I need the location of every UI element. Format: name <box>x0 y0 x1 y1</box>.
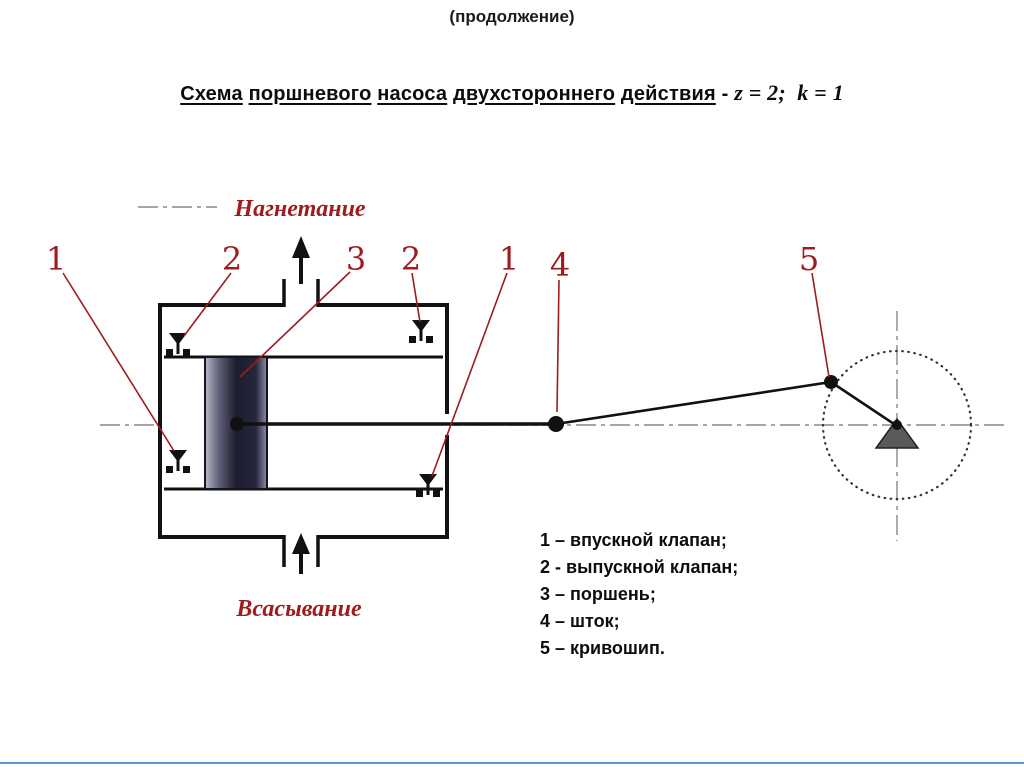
leader-inlet-left <box>62 272 175 452</box>
legend-item-piston: 3 – поршень; <box>540 584 656 604</box>
leader-rod <box>556 279 560 413</box>
title-dash: - <box>721 83 729 105</box>
suction-label: Всасывание <box>235 596 362 622</box>
callout-rod: 4 <box>550 246 570 284</box>
slide-header: (продолжение) <box>449 7 575 26</box>
crank-support <box>874 417 920 449</box>
cylinder-body <box>158 303 449 539</box>
crank-center-pin <box>892 420 902 430</box>
title-formula: z = 2; k = 1 <box>734 80 844 105</box>
title-word-action: действия <box>620 83 716 105</box>
leader-piston <box>239 271 351 378</box>
leader-outlet-left <box>183 272 232 337</box>
legend-item-outlet-valve: 2 - выпускной клапан; <box>540 557 739 577</box>
legend-item-inlet-valve: 1 – впускной клапан; <box>540 530 727 550</box>
title-word-schema: Схема <box>180 83 243 105</box>
callout-outlet-right: 2 <box>401 240 421 278</box>
leader-outlet-right <box>411 272 421 323</box>
discharge-port-opening <box>285 300 317 310</box>
callout-outlet-left: 2 <box>222 240 242 278</box>
crank-arm <box>830 380 898 428</box>
legend-item-rod: 4 – шток; <box>540 611 620 631</box>
callout-inlet-right: 1 <box>499 240 519 278</box>
crank-circle <box>821 349 973 501</box>
piston-pin <box>230 417 244 431</box>
suction-arrow-icon <box>292 533 310 554</box>
leader-inlet-right <box>431 272 508 477</box>
callout-piston: 3 <box>346 240 366 278</box>
title-word-piston: поршневого <box>248 83 372 105</box>
legend-item-crank: 5 – кривошип. <box>540 638 665 658</box>
footer-accent-line <box>0 762 1024 764</box>
title-word-pump: насоса <box>377 83 448 105</box>
page-title: Схема поршневого насоса двухстороннего д… <box>0 80 1024 106</box>
discharge-label: Нагнетание <box>233 196 366 222</box>
discharge-arrow-icon <box>292 236 310 258</box>
title-word-double: двухстороннего <box>453 83 616 105</box>
callout-inlet-left: 1 <box>46 240 66 278</box>
connecting-rod <box>555 380 832 426</box>
callout-crank: 5 <box>799 240 819 278</box>
legend: 1 – впускной клапан; 2 - выпускной клапа… <box>540 527 738 662</box>
leader-crank <box>811 272 830 378</box>
